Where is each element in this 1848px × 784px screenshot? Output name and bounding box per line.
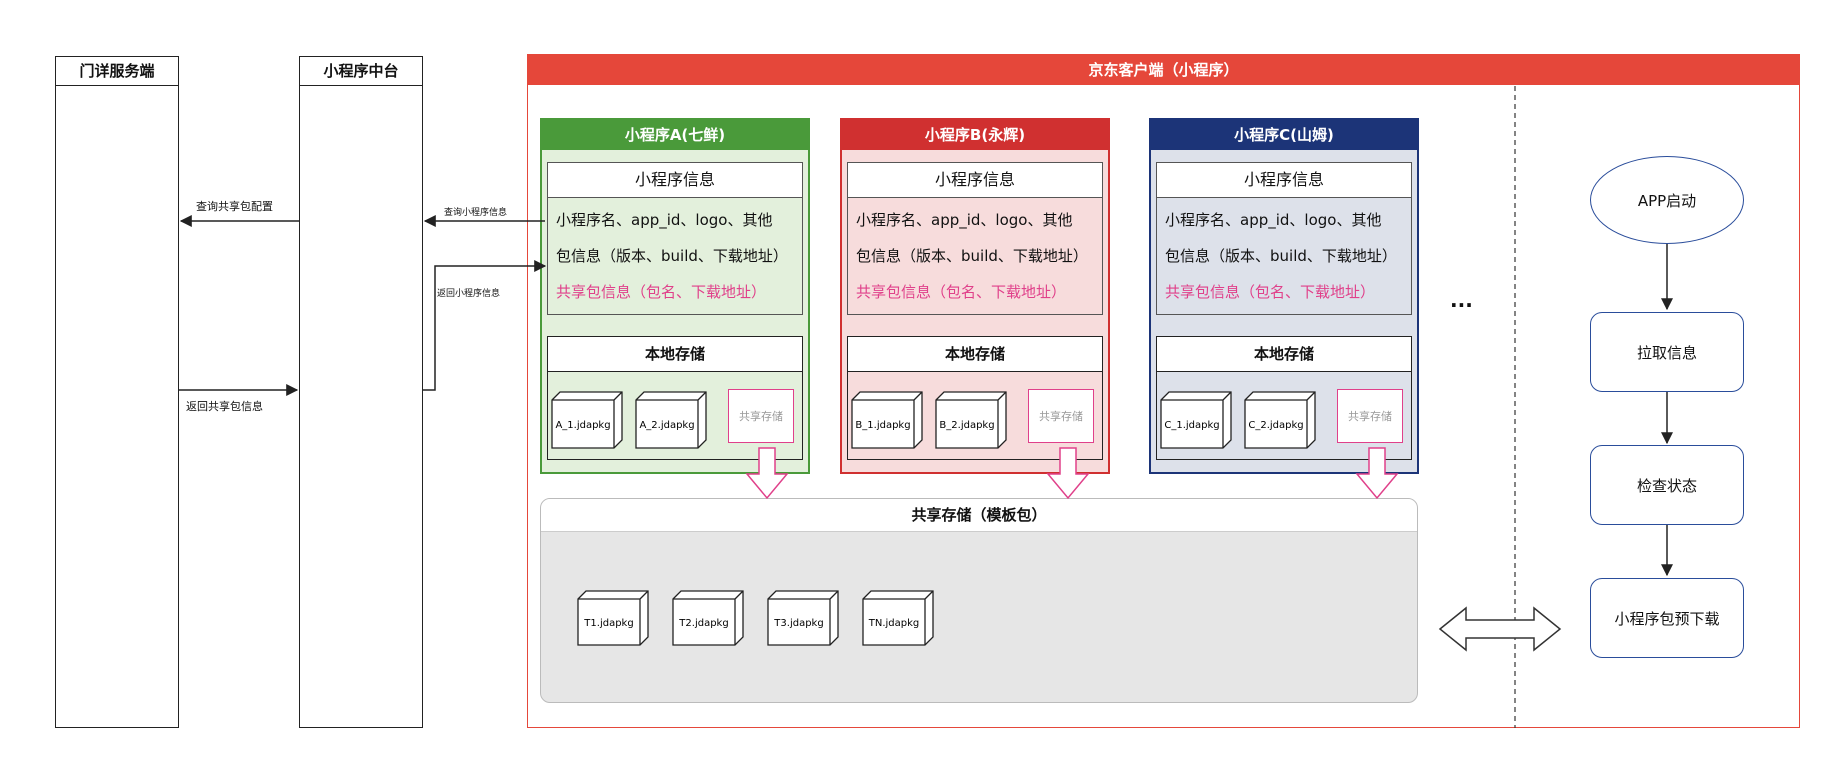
- info-line-shared: 共享包信息（包名、下载地址）: [856, 283, 1067, 301]
- info-line-package: 包信息（版本、build、下载地址）: [556, 247, 788, 265]
- lane-middle: 小程序中台: [299, 56, 423, 728]
- program-info: 小程序信息 小程序名、app_id、logo、其他 包信息（版本、build、下…: [547, 162, 803, 315]
- down-arrow-c: [1355, 447, 1399, 500]
- package-2-2-label: C_2.jdapkg: [1248, 420, 1303, 431]
- info-line-package: 包信息（版本、build、下载地址）: [1165, 247, 1397, 265]
- flow-step-predownload: 小程序包预下载: [1590, 578, 1744, 658]
- info-line-name: 小程序名、app_id、logo、其他: [1165, 211, 1382, 229]
- info-line-shared: 共享包信息（包名、下载地址）: [1165, 283, 1376, 301]
- package-1-2: B_2.jdapkg: [935, 391, 1007, 449]
- program-title: 小程序C(山姆): [1151, 120, 1417, 150]
- template-package-2-label: T3.jdapkg: [773, 618, 823, 629]
- program-info-title: 小程序信息: [847, 162, 1103, 198]
- shared-storage-title: 共享存储（模板包）: [541, 499, 1417, 532]
- template-package-0: T1.jdapkg: [577, 590, 649, 646]
- program-info-title: 小程序信息: [547, 162, 803, 198]
- program-title: 小程序A(七鲜): [542, 120, 808, 150]
- label-return-mini: 返回小程序信息: [437, 289, 501, 299]
- local-storage: 本地存储 共享存储: [547, 336, 803, 460]
- client-container: 京东客户端（小程序）: [527, 54, 1800, 728]
- package-2-1: C_1.jdapkg: [1160, 391, 1232, 449]
- package-2-2: C_2.jdapkg: [1244, 391, 1316, 449]
- package-0-2: A_2.jdapkg: [635, 391, 707, 449]
- program-info: 小程序信息 小程序名、app_id、logo、其他 包信息（版本、build、下…: [847, 162, 1103, 315]
- info-line-name: 小程序名、app_id、logo、其他: [556, 211, 773, 229]
- template-package-0-label: T1.jdapkg: [583, 618, 633, 629]
- program-box-0: 小程序A(七鲜) 小程序信息 小程序名、app_id、logo、其他 包信息（版…: [540, 118, 810, 474]
- package-0-1-label: A_1.jdapkg: [555, 420, 610, 431]
- info-line-shared: 共享包信息（包名、下载地址）: [556, 283, 767, 301]
- package-0-2-label: A_2.jdapkg: [639, 420, 694, 431]
- arrow-return-mini: [423, 260, 547, 391]
- template-package-1-label: T2.jdapkg: [678, 618, 728, 629]
- lane-middle-title: 小程序中台: [300, 57, 422, 86]
- label-return-info: 返回共享包信息: [186, 400, 263, 413]
- lane-server-title: 门详服务端: [56, 57, 178, 86]
- package-0-1: A_1.jdapkg: [551, 391, 623, 449]
- template-package-3-label: TN.jdapkg: [868, 618, 920, 629]
- double-arrow: [1438, 606, 1562, 652]
- package-1-2-label: B_2.jdapkg: [939, 420, 994, 431]
- shared-storage-slot: 共享存储: [1337, 389, 1403, 443]
- more-programs-ellipsis: ...: [1450, 288, 1473, 312]
- program-info-body: 小程序名、app_id、logo、其他 包信息（版本、build、下载地址） 共…: [847, 198, 1103, 315]
- shared-storage-slot: 共享存储: [728, 389, 794, 443]
- package-1-1-label: B_1.jdapkg: [855, 420, 910, 431]
- local-storage-title: 本地存储: [1157, 337, 1411, 372]
- flow-step-fetch-info: 拉取信息: [1590, 312, 1744, 392]
- program-info-body: 小程序名、app_id、logo、其他 包信息（版本、build、下载地址） 共…: [1156, 198, 1412, 315]
- lane-server: 门详服务端: [55, 56, 179, 728]
- local-storage-title: 本地存储: [548, 337, 802, 372]
- info-line-name: 小程序名、app_id、logo、其他: [856, 211, 1073, 229]
- down-arrow-a: [745, 447, 789, 500]
- package-2-1-label: C_1.jdapkg: [1164, 420, 1219, 431]
- template-package-1: T2.jdapkg: [672, 590, 744, 646]
- package-1-1: B_1.jdapkg: [851, 391, 923, 449]
- program-info: 小程序信息 小程序名、app_id、logo、其他 包信息（版本、build、下…: [1156, 162, 1412, 315]
- label-query-mini: 查询小程序信息: [444, 208, 508, 218]
- info-line-package: 包信息（版本、build、下载地址）: [856, 247, 1088, 265]
- local-storage: 本地存储 共享存储: [847, 336, 1103, 460]
- template-package-3: TN.jdapkg: [862, 590, 934, 646]
- local-storage: 本地存储 共享存储: [1156, 336, 1412, 460]
- label-query-config: 查询共享包配置: [196, 200, 273, 213]
- program-title: 小程序B(永辉): [842, 120, 1108, 150]
- down-arrow-b: [1046, 447, 1090, 500]
- local-storage-title: 本地存储: [848, 337, 1102, 372]
- template-package-2: T3.jdapkg: [767, 590, 839, 646]
- client-title: 京东客户端（小程序）: [528, 55, 1799, 85]
- program-info-title: 小程序信息: [1156, 162, 1412, 198]
- shared-storage-slot: 共享存储: [1028, 389, 1094, 443]
- program-info-body: 小程序名、app_id、logo、其他 包信息（版本、build、下载地址） 共…: [547, 198, 803, 315]
- flow-start-app-launch: APP启动: [1590, 156, 1744, 244]
- flow-step-check-status: 检查状态: [1590, 445, 1744, 525]
